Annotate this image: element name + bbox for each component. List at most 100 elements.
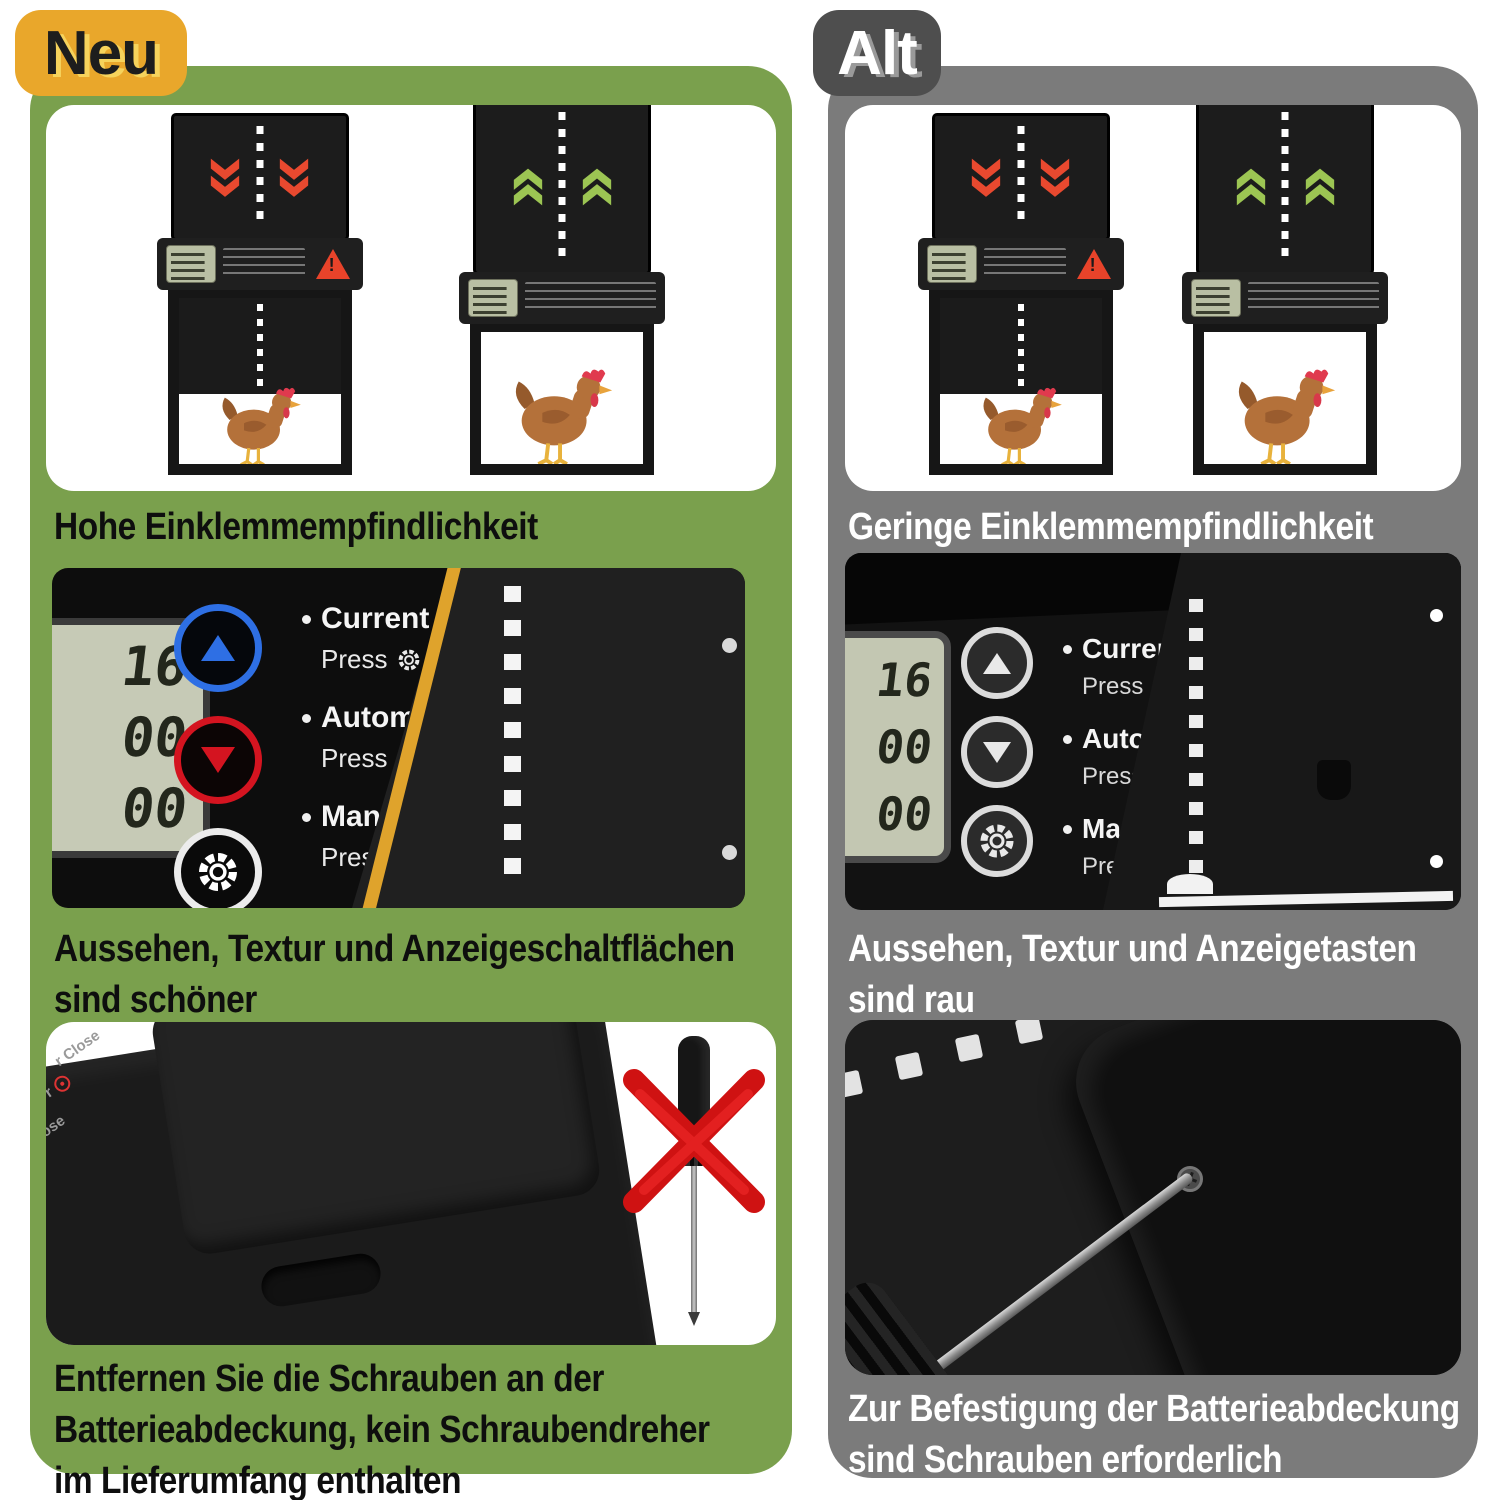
down-button xyxy=(174,716,262,804)
lcd-row: 00 xyxy=(873,720,936,774)
control-closeup: 16 00 00 xyxy=(845,553,1461,910)
chevron-down-icon xyxy=(969,156,1003,198)
caption-line: Aussehen, Textur und Anzeigeschaltfläche… xyxy=(54,928,735,970)
caption-line: Aussehen, Textur und Anzeigetasten xyxy=(848,928,1417,970)
triangle-down-icon xyxy=(201,747,235,773)
caption-screws-old: Zur Befestigung der Batterieabdeckung si… xyxy=(848,1384,1460,1486)
coop-door-open xyxy=(459,105,666,475)
coop-door-closing xyxy=(917,113,1124,475)
bullet-dot-icon xyxy=(302,812,311,822)
screw-icon xyxy=(722,845,737,860)
screw-hole-icon xyxy=(1430,609,1443,622)
bullet-dot-icon xyxy=(302,614,311,624)
door-scene xyxy=(46,105,776,491)
bullet-dot-icon xyxy=(1063,644,1072,654)
chicken-illustration xyxy=(983,387,1062,464)
controller-instructions xyxy=(222,248,305,280)
badge-new: Neu xyxy=(15,10,187,96)
old-version-panel: Geringe Einklemmempfindlichkeit 16 00 00 xyxy=(828,66,1478,1481)
controller-instructions xyxy=(983,248,1066,280)
door-slider-panel xyxy=(170,113,349,241)
track-notch xyxy=(1167,874,1213,894)
screwdriver-tip xyxy=(688,1312,700,1326)
gear-icon xyxy=(396,647,422,673)
warning-triangle-icon xyxy=(1076,249,1111,279)
caption-appearance-old: Aussehen, Textur und Anzeigetasten sind … xyxy=(848,924,1417,1026)
screw-icon xyxy=(722,638,737,653)
door-controller xyxy=(459,272,666,324)
bullet-dot-icon xyxy=(1063,824,1072,834)
door-scene xyxy=(845,105,1461,491)
chicken-illustration xyxy=(1239,369,1336,464)
caption-line: im Lieferumfang enthalten xyxy=(54,1460,462,1500)
caption-screws-new: Entfernen Sie die Schrauben an der Batte… xyxy=(54,1354,710,1500)
badge-old: Alt xyxy=(813,10,941,96)
control-buttons xyxy=(174,604,262,908)
dotted-track xyxy=(1189,599,1203,876)
controller-instructions xyxy=(1248,282,1380,314)
caption-line: Batterieabdeckung, kein Schraubendreher xyxy=(54,1409,710,1451)
chicken-illustration xyxy=(222,387,301,464)
chevron-down-icon xyxy=(277,156,311,198)
lcd-display xyxy=(165,245,216,283)
badge-old-label: Alt xyxy=(837,18,918,88)
chevron-up-icon xyxy=(1234,166,1268,208)
instruction-word: Press xyxy=(321,743,388,773)
crossed-out-icon xyxy=(623,1069,765,1213)
settings-button xyxy=(961,805,1033,877)
door-controller xyxy=(1182,272,1389,324)
hanger-bracket xyxy=(1317,760,1351,800)
chicken-illustration xyxy=(516,369,613,464)
caption-line: sind schöner xyxy=(54,979,257,1021)
bullet-dot-icon xyxy=(1063,734,1072,744)
up-button xyxy=(961,627,1033,699)
coop-door-closing xyxy=(156,113,363,475)
new-control-closeup-card: 16 00 00 xyxy=(52,568,745,908)
dotted-track xyxy=(504,586,521,890)
chevron-down-icon xyxy=(1038,156,1072,198)
badge-new-label: Neu xyxy=(43,18,159,88)
door-frame xyxy=(928,287,1113,475)
triangle-up-icon xyxy=(983,652,1011,674)
lcd-display xyxy=(1191,279,1242,317)
coop-door-open xyxy=(1182,105,1389,475)
bullet-dot-icon xyxy=(302,713,311,723)
caption-line: Entfernen Sie die Schrauben an der xyxy=(54,1358,604,1400)
control-buttons xyxy=(961,627,1033,877)
up-button xyxy=(174,604,262,692)
door-slider-panel xyxy=(931,113,1110,241)
caption-line: sind rau xyxy=(848,979,975,1021)
vent-hole xyxy=(954,1033,984,1063)
chevron-up-icon xyxy=(1303,166,1337,208)
lcd-display xyxy=(926,245,977,283)
triangle-down-icon xyxy=(983,741,1011,763)
screwdriver-shaft xyxy=(691,1166,697,1316)
gear-icon xyxy=(980,824,1014,858)
caption-pinch-sensitivity-new: Hohe Einklemmempfindlichkeit xyxy=(54,506,538,548)
chevron-up-icon xyxy=(511,166,545,208)
door-controller xyxy=(156,238,363,290)
chevron-up-icon xyxy=(580,166,614,208)
door-slider-panel xyxy=(1196,105,1375,275)
vent-hole xyxy=(894,1051,924,1081)
lcd-display: 16 00 00 xyxy=(845,631,951,863)
screw-hole-icon xyxy=(1430,855,1443,868)
door-frame xyxy=(1193,321,1378,475)
down-button xyxy=(961,716,1033,788)
sliding-door-cover xyxy=(178,298,341,395)
controller-instructions xyxy=(525,282,657,314)
warning-triangle-icon xyxy=(315,249,350,279)
sliding-door-cover xyxy=(939,298,1102,395)
instruction-word: Press xyxy=(321,644,388,674)
caption-line: Zur Befestigung der Batterieabdeckung xyxy=(848,1388,1460,1430)
chevron-down-icon xyxy=(208,156,242,198)
door-frame xyxy=(167,287,352,475)
lcd-display xyxy=(468,279,519,317)
old-control-closeup-card: 16 00 00 xyxy=(845,553,1461,910)
caption-appearance-new: Aussehen, Textur und Anzeigeschaltfläche… xyxy=(54,924,735,1026)
old-battery-photo-card xyxy=(845,1020,1461,1375)
new-battery-photo-card: r Close r ose xyxy=(46,1022,776,1345)
old-doors-photo-card xyxy=(845,105,1461,491)
gear-icon xyxy=(199,853,237,891)
